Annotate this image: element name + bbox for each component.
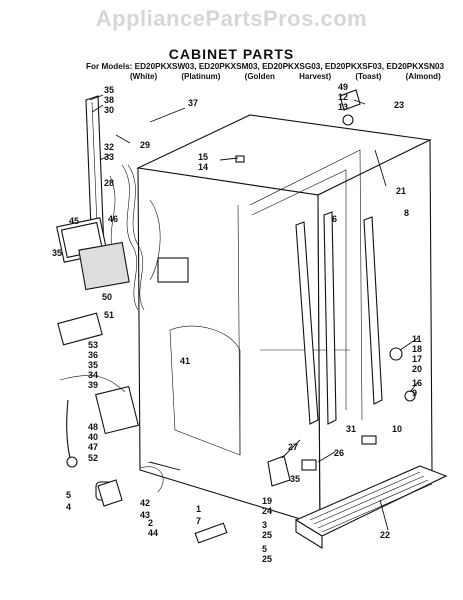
callout-label: 5 <box>262 544 267 554</box>
callout-label: 18 <box>412 344 422 354</box>
callout-label: 22 <box>380 530 390 540</box>
callout-label: 41 <box>180 356 190 366</box>
callout-label: 35 <box>290 474 300 484</box>
leader-lines <box>89 94 419 531</box>
callout-label: 32 <box>104 142 114 152</box>
callout-label: 26 <box>334 448 344 458</box>
callout-label: 7 <box>196 516 201 526</box>
callout-label: 9 <box>412 388 417 398</box>
callout-label: 45 <box>69 216 79 226</box>
callout-label: 35 <box>104 85 114 95</box>
callout-label: 4 <box>66 502 71 512</box>
callout-label: 5 <box>66 490 71 500</box>
callout-label: 35 <box>88 360 98 370</box>
left-trim-strip <box>85 95 105 255</box>
callout-label: 25 <box>262 554 272 564</box>
callout-label: 44 <box>148 528 158 538</box>
callout-label: 20 <box>412 364 422 374</box>
callout-label: 29 <box>140 140 150 150</box>
callout-label: 53 <box>88 340 98 350</box>
callout-label: 48 <box>88 422 98 432</box>
right-hardware <box>267 347 416 487</box>
callout-label: 19 <box>262 496 272 506</box>
callout-label: 35 <box>52 248 62 258</box>
callout-label: 15 <box>198 152 208 162</box>
upper-right-parts <box>235 89 361 163</box>
callout-label: 43 <box>140 510 150 520</box>
callout-label: 2 <box>148 518 153 528</box>
heater-panel <box>56 217 130 346</box>
callout-label: 42 <box>140 498 150 508</box>
callout-label: 8 <box>404 208 409 218</box>
callout-label: 47 <box>88 442 98 452</box>
callout-label: 37 <box>188 98 198 108</box>
callout-label: 34 <box>88 370 98 380</box>
models-line: For Models: ED20PKXSW03, ED20PKXSM03, ED… <box>86 62 445 71</box>
callout-label: 17 <box>412 354 422 364</box>
callout-label: 28 <box>104 178 114 188</box>
door-gasket-strips <box>295 211 383 425</box>
callout-label: 49 <box>338 82 348 92</box>
watermark-text: AppliancePartsPros.com <box>95 6 368 31</box>
cabinet-shell <box>136 114 433 526</box>
callout-label: 1 <box>196 504 201 514</box>
callout-label: 23 <box>394 100 404 110</box>
callout-label: 36 <box>88 350 98 360</box>
callout-label: 51 <box>104 310 114 320</box>
callout-label: 25 <box>262 530 272 540</box>
callout-label: 30 <box>104 105 114 115</box>
callout-label: 10 <box>392 424 402 434</box>
callout-label: 50 <box>102 292 112 302</box>
callout-label: 31 <box>346 424 356 434</box>
callout-label: 27 <box>288 442 298 452</box>
callout-label: 38 <box>104 95 114 105</box>
callout-label: 16 <box>412 378 422 388</box>
callout-label: 33 <box>104 152 114 162</box>
callout-label: 3 <box>262 520 267 530</box>
callout-label: 6 <box>332 214 337 224</box>
callout-label: 40 <box>88 432 98 442</box>
callout-label: 12 <box>338 92 348 102</box>
toe-grille <box>294 465 448 549</box>
colors-line: (White) (Platinum) (Golden Harvest) (Toa… <box>130 72 441 81</box>
callout-label: 13 <box>338 102 348 112</box>
callout-label: 21 <box>396 186 406 196</box>
callout-label: 11 <box>412 334 422 344</box>
diagram-title: CABINET PARTS <box>168 46 295 62</box>
callout-label: 46 <box>108 214 118 224</box>
callout-label: 52 <box>88 453 98 463</box>
callout-label: 24 <box>262 506 272 516</box>
callout-label: 14 <box>198 162 208 172</box>
callout-label: 39 <box>88 380 98 390</box>
callout-labels: 35 38 30 37 29 32 33 28 45 46 35 50 51 5… <box>52 82 422 564</box>
